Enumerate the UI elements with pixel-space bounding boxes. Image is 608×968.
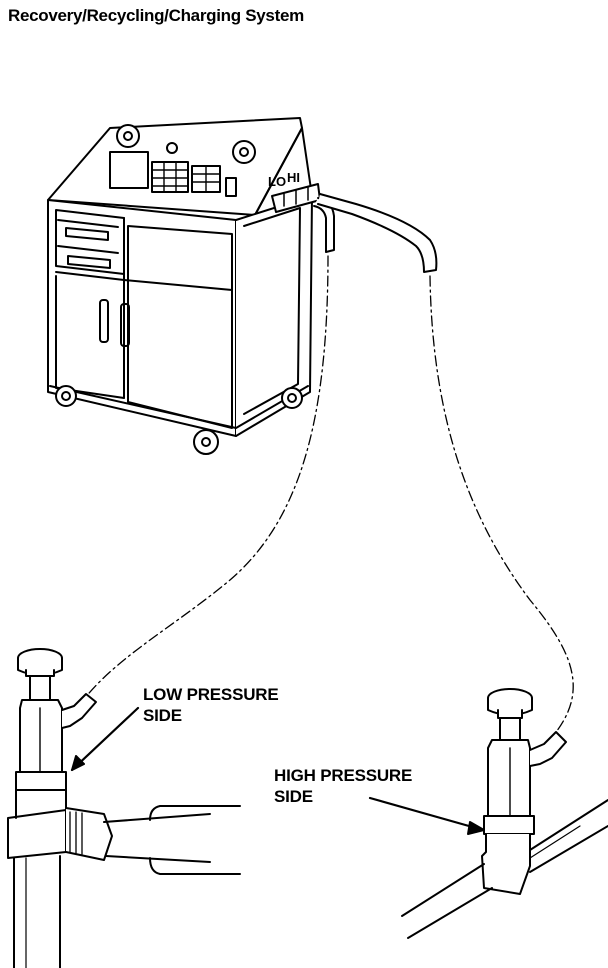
low-side-hose	[75, 255, 329, 711]
high-pressure-label-line1: HIGH PRESSURE	[274, 766, 413, 785]
recovery-machine	[47, 117, 321, 455]
low-pressure-side-label: LOW PRESSURE SIDE	[143, 684, 279, 726]
console-display	[109, 151, 149, 189]
lo-port-label: LO	[268, 174, 287, 189]
low-pressure-service-valve	[7, 648, 241, 968]
door-handle-left	[99, 299, 109, 343]
diagram-title: Recovery/Recycling/Charging System	[8, 6, 304, 25]
high-pressure-side-label: HIGH PRESSURE SIDE	[274, 765, 412, 807]
door-handle-right	[120, 303, 130, 347]
high-pressure-service-valve	[401, 688, 608, 939]
wheel-front-right	[193, 429, 219, 455]
high-side-gauge	[232, 140, 256, 164]
keypad	[151, 161, 221, 193]
low-side-gauge	[116, 124, 140, 148]
wheel-rear-right	[281, 387, 303, 409]
low-pressure-label-line1: LOW PRESSURE	[143, 685, 279, 704]
hi-port-label: HI	[287, 170, 300, 185]
high-side-hose	[429, 275, 574, 749]
wheel-front-left	[55, 385, 77, 407]
high-pressure-arrow	[368, 796, 485, 835]
low-pressure-arrow	[70, 706, 140, 772]
high-pressure-label-line2: SIDE	[274, 787, 313, 806]
low-pressure-label-line2: SIDE	[143, 706, 182, 725]
high-side-hose-end	[317, 193, 438, 273]
